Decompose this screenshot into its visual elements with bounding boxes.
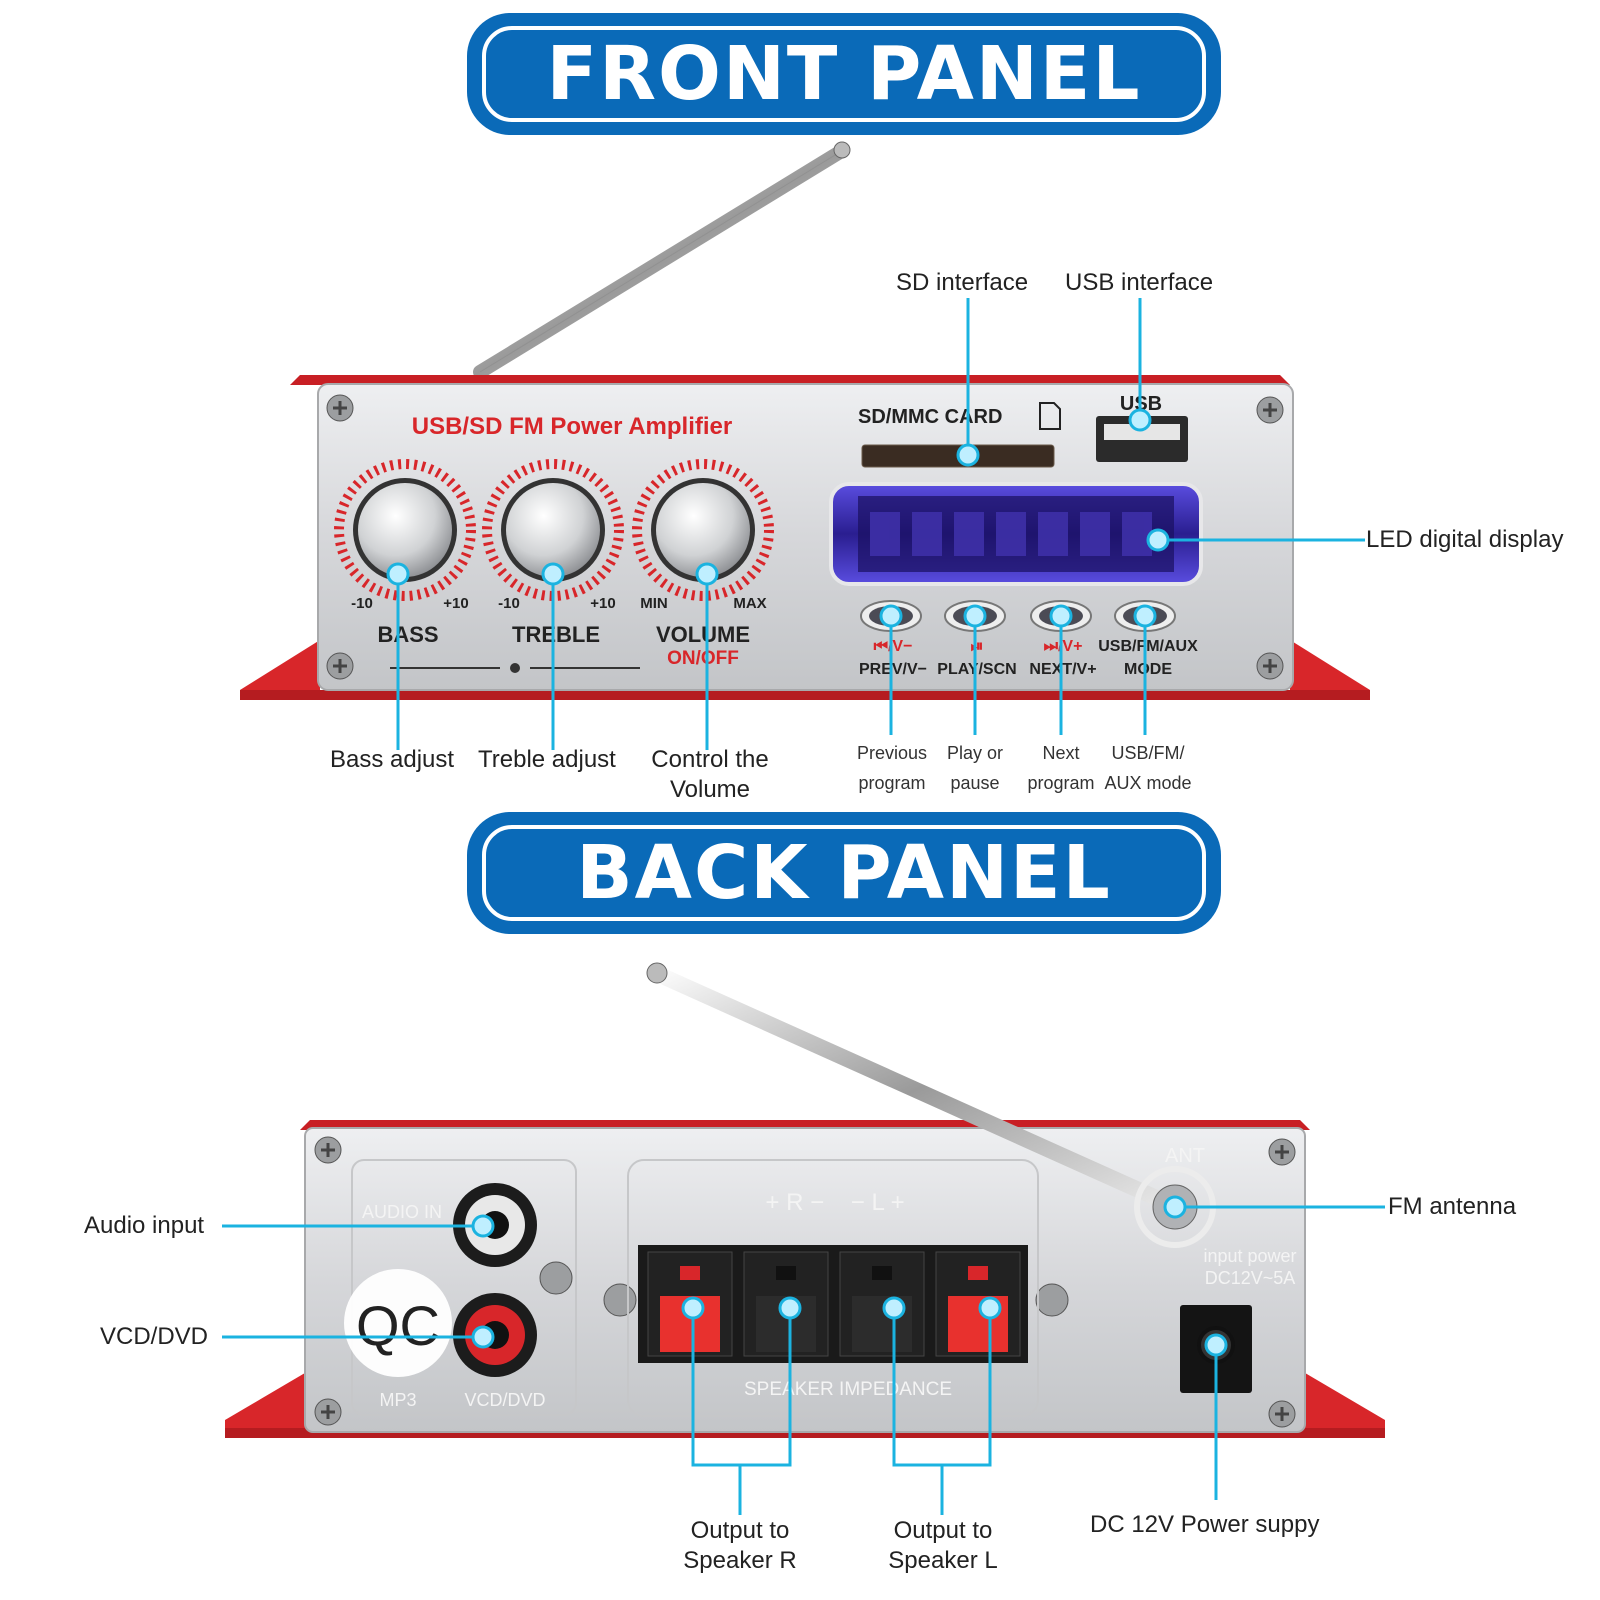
button-play-top: ⏯ — [971, 638, 984, 655]
qc-sticker-text: QC — [356, 1294, 440, 1357]
bass-label: BASS — [377, 622, 438, 647]
callout-prev: Previous program — [842, 738, 942, 798]
callout-dc-power: DC 12V Power suppy — [1090, 1511, 1320, 1538]
callout-bass-adjust: Bass adjust — [330, 746, 455, 773]
callout-volume: Control the Volume — [645, 745, 775, 805]
button-mode-bottom: MODE — [1124, 661, 1172, 678]
back-panel-banner: BACK PANEL — [470, 815, 1218, 931]
front-callout-dots — [386, 408, 1170, 628]
callout-prev-line2: program — [858, 773, 926, 793]
callout-play-line2: pause — [950, 773, 1000, 793]
treble-label: TREBLE — [512, 622, 600, 647]
callout-vcd-dvd: VCD/DVD — [100, 1323, 209, 1350]
rca-vcd-dvd[interactable] — [453, 1293, 537, 1377]
callout-sd-interface: SD interface — [896, 269, 1029, 296]
treble-max: +10 — [590, 595, 615, 612]
volume-max: MAX — [733, 595, 766, 612]
input-power-line1: input power — [1203, 1246, 1296, 1266]
callout-fm-antenna: FM antenna — [1388, 1193, 1517, 1220]
callout-speaker-l: Output to Speaker L — [858, 1516, 1028, 1576]
bass-max: +10 — [443, 595, 468, 612]
knob-bass[interactable] — [334, 459, 476, 601]
callout-speaker-l-line1: Output to — [893, 1517, 993, 1544]
volume-min: MIN — [640, 595, 668, 612]
terminal-l-plus[interactable] — [935, 1251, 1021, 1357]
callout-speaker-r: Output to Speaker R — [655, 1516, 825, 1576]
callout-volume-line2: Volume — [669, 776, 751, 803]
callout-play: Play or pause — [930, 738, 1020, 798]
back-callout-lines — [222, 1205, 1385, 1515]
callout-next-line1: Next — [1042, 743, 1080, 763]
back-callout-dots — [471, 1195, 1228, 1357]
front-panel-title: FRONT PANEL — [546, 31, 1142, 117]
callout-treble-adjust: Treble adjust — [478, 746, 616, 773]
back-antenna — [646, 962, 1216, 1248]
callout-next-line2: program — [1027, 773, 1095, 793]
callout-mode-line2: AUX mode — [1104, 773, 1192, 793]
callout-speaker-r-line2: Speaker R — [683, 1547, 797, 1574]
treble-min: -10 — [498, 595, 520, 612]
callout-usb-interface: USB interface — [1065, 269, 1214, 296]
device-title: USB/SD FM Power Amplifier — [412, 413, 732, 440]
knob-volume[interactable] — [632, 459, 774, 601]
callout-next: Next program — [1016, 738, 1106, 798]
speaker-polarity-label: + R − − L + — [765, 1189, 904, 1216]
callout-audio-input: Audio input — [84, 1212, 205, 1239]
front-callout-lines — [396, 298, 1365, 750]
qc-sticker — [344, 1269, 452, 1377]
callout-play-line1: Play or — [946, 743, 1004, 763]
callout-speaker-l-line2: Speaker L — [888, 1547, 998, 1574]
callout-led-display: LED digital display — [1366, 526, 1564, 553]
callout-mode: USB/FM/ AUX mode — [1098, 738, 1198, 798]
vcd-dvd-panel-label: VCD/DVD — [464, 1390, 545, 1410]
button-play-bottom: PLAY/SCN — [937, 661, 1016, 678]
callout-prev-line1: Previous — [856, 743, 928, 763]
callout-volume-line1: Control the — [651, 746, 769, 773]
ant-label: ANT — [1165, 1145, 1205, 1167]
knob-treble[interactable] — [482, 459, 624, 601]
input-power-line2: DC12V~5A — [1205, 1268, 1296, 1288]
back-panel-title: BACK PANEL — [576, 830, 1112, 916]
button-prev-bottom: PREV/V− — [859, 661, 927, 678]
front-antenna — [473, 141, 851, 379]
button-prev-top: ⏮/V− — [874, 638, 913, 655]
sd-slot-label: SD/MMC CARD — [858, 406, 1002, 428]
terminal-l-minus[interactable] — [839, 1251, 925, 1357]
bass-min: -10 — [351, 595, 373, 612]
button-prev[interactable] — [860, 600, 922, 632]
speaker-impedance-label: SPEAKER IMPEDANCE — [744, 1379, 952, 1400]
button-next-top: ⏭/V+ — [1044, 638, 1083, 655]
button-next-bottom: NEXT/V+ — [1029, 661, 1096, 678]
button-mode-top: USB/FM/AUX — [1098, 638, 1198, 655]
callout-mode-line1: USB/FM/ — [1111, 743, 1185, 763]
volume-onoff: ON/OFF — [667, 648, 739, 669]
audio-in-label: AUDIO IN — [362, 1202, 442, 1222]
callout-speaker-r-line1: Output to — [690, 1517, 790, 1544]
front-panel-banner: FRONT PANEL — [470, 16, 1218, 132]
volume-label: VOLUME — [656, 622, 750, 647]
mp3-label: MP3 — [379, 1390, 416, 1410]
